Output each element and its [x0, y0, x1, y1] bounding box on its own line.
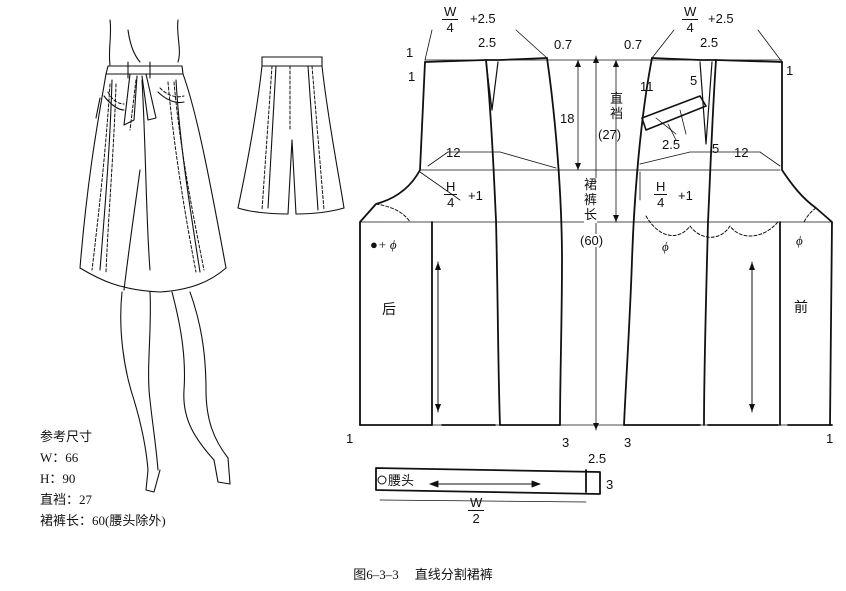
- back-crotch-phi: ●+ ϕ: [370, 237, 397, 252]
- three-label-c: 3: [606, 477, 614, 492]
- pocket-25-label: 2.5: [662, 137, 681, 152]
- dart-right-label: 2.5: [700, 35, 719, 50]
- grainlines: [437, 261, 753, 413]
- front-pocket: [641, 95, 707, 135]
- waist-right-plus: +2.5: [708, 11, 734, 26]
- hip-right-plus: +1: [678, 188, 693, 203]
- one-label-d: 1: [346, 431, 354, 446]
- figure-title: 直线分割裙裤: [414, 567, 493, 582]
- ref-length: 裙裤长：60(腰头除外): [40, 513, 166, 528]
- leader-lines: [419, 29, 783, 201]
- one-label-c: 1: [786, 63, 794, 78]
- one-label-b: 1: [408, 69, 416, 84]
- twelve-right-label: 12: [734, 145, 749, 160]
- waistband-dim: [379, 499, 587, 503]
- culottes-flat-sketch: [237, 56, 345, 215]
- figure-caption: 图6–3–3 直线分割裙裤: [0, 564, 846, 583]
- culotte-length-label: 裙裤长: [584, 178, 598, 223]
- one-label-e: 1: [826, 431, 834, 446]
- hip-left-plus: +1: [468, 188, 483, 203]
- waistband-label: 腰头: [388, 473, 415, 488]
- eighteen-label: 18: [560, 111, 575, 126]
- crotch-depth-value: (27): [598, 127, 622, 142]
- figure-number: 图6–3–3: [353, 567, 399, 582]
- front-dart: [699, 61, 713, 145]
- front-edge-phi: ϕ: [796, 233, 803, 248]
- reference-sizes: 参考尺寸 W：66 H：90 直裆：27 裙裤长：60(腰头除外): [40, 426, 166, 531]
- grainline-arrows: [435, 262, 755, 412]
- waistband-grain: [429, 480, 541, 488]
- side-right-label: 0.7: [624, 37, 643, 52]
- three-label-b: 3: [624, 435, 632, 450]
- three-label-a: 3: [562, 435, 570, 450]
- five-label-b: 5: [712, 141, 720, 156]
- twelve-left-label: 12: [446, 145, 461, 160]
- ref-waist: W：66: [40, 450, 79, 465]
- front-crotch-phi: ϕ: [662, 239, 669, 254]
- five-label-a: 5: [690, 73, 698, 88]
- front-label: 前: [794, 299, 808, 315]
- one-label-a: 1: [406, 45, 414, 60]
- culottes-flat-stitching: [261, 65, 325, 211]
- back-dart: [485, 61, 499, 111]
- button-mark: [377, 475, 387, 485]
- ref-hip: H：90: [40, 471, 76, 486]
- crotch-depth-label: 直裆: [610, 92, 624, 122]
- dart-left-label: 2.5: [478, 35, 497, 50]
- curve-guides: [375, 203, 817, 223]
- figure-stitching: [91, 79, 205, 273]
- ref-crotch: 直裆：27: [40, 492, 93, 507]
- front-crotch-scallop: [645, 215, 779, 238]
- figure-sketch: [79, 19, 231, 493]
- culotte-length-value: (60): [580, 233, 604, 248]
- band-25-label: 2.5: [588, 451, 607, 466]
- side-left-label: 0.7: [554, 37, 573, 52]
- waist-left-plus: +2.5: [470, 11, 496, 26]
- ref-title: 参考尺寸: [40, 429, 93, 444]
- eleven-label: 11: [640, 79, 654, 94]
- back-label: 后: [382, 301, 396, 317]
- dimension-arrows: [575, 56, 619, 430]
- waistband-pattern: [375, 467, 601, 495]
